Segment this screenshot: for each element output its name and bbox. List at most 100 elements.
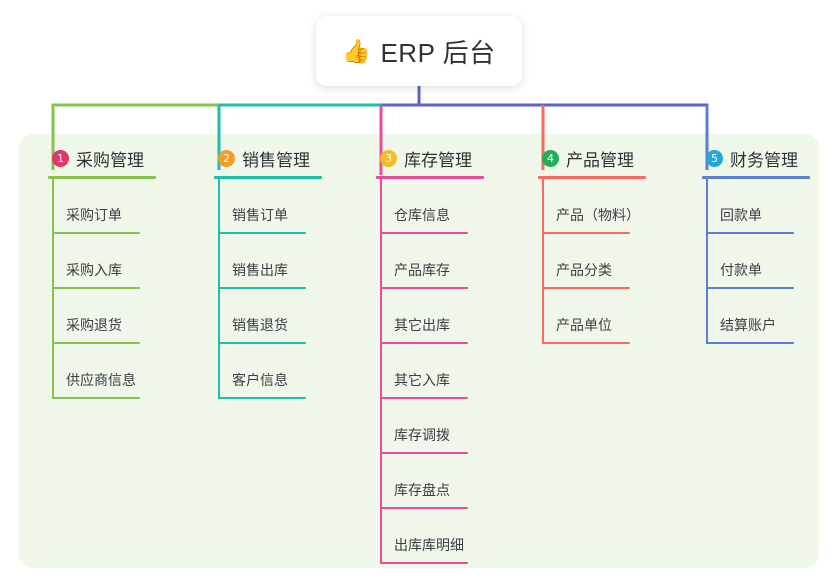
list-item-label: 仓库信息 bbox=[394, 207, 450, 223]
list-item-rule bbox=[380, 452, 468, 454]
list-item-label: 其它入库 bbox=[394, 372, 450, 388]
list-item[interactable]: 销售出库 bbox=[218, 234, 356, 289]
column-3: 3 库存管理仓库信息产品库存其它出库其它入库库存调拨库存盘点出库库明细 bbox=[358, 146, 518, 564]
list-item-rule bbox=[52, 287, 140, 289]
column-items: 采购订单采购入库采购退货供应商信息 bbox=[30, 179, 190, 399]
list-item-rule bbox=[706, 342, 794, 344]
list-item[interactable]: 产品单位 bbox=[542, 289, 680, 344]
list-item-rule bbox=[218, 397, 306, 399]
column-header-rule bbox=[702, 176, 810, 179]
column-header-3[interactable]: 3 库存管理 bbox=[358, 146, 518, 170]
column-header-rule bbox=[214, 176, 322, 179]
list-item-rule bbox=[380, 232, 468, 234]
column-items: 产品（物料） 产品分类产品单位 bbox=[520, 179, 680, 344]
column-spine bbox=[380, 179, 382, 564]
list-item[interactable]: 其它入库 bbox=[380, 344, 518, 399]
list-item[interactable]: 库存盘点 bbox=[380, 454, 518, 509]
list-item[interactable]: 产品分类 bbox=[542, 234, 680, 289]
list-item-label: 供应商信息 bbox=[66, 372, 136, 388]
list-item[interactable]: 仓库信息 bbox=[380, 179, 518, 234]
list-item-rule bbox=[706, 287, 794, 289]
list-item-label: 出库库明细 bbox=[394, 537, 464, 553]
list-item-rule bbox=[706, 232, 794, 234]
branches-panel bbox=[19, 134, 819, 568]
column-items: 仓库信息产品库存其它出库其它入库库存调拨库存盘点出库库明细 bbox=[358, 179, 518, 564]
column-items: 销售订单销售出库销售退货客户信息 bbox=[196, 179, 356, 399]
root-title: 👍 ERP 后台 bbox=[342, 33, 495, 70]
list-item[interactable]: 结算账户 bbox=[706, 289, 839, 344]
column-5: 5 财务管理回款单付款单结算账户 bbox=[684, 146, 839, 344]
column-header-rule bbox=[48, 176, 156, 179]
list-item-label: 回款单 bbox=[720, 207, 762, 223]
column-header-rule bbox=[376, 176, 484, 179]
list-item-label: 付款单 bbox=[720, 262, 762, 278]
list-item-label: 结算账户 bbox=[720, 317, 776, 333]
root-title-text: ERP 后台 bbox=[380, 37, 496, 68]
list-item-rule bbox=[218, 287, 306, 289]
list-item[interactable]: 采购订单 bbox=[52, 179, 190, 234]
list-item-rule bbox=[218, 342, 306, 344]
column-title: 财务管理 bbox=[730, 150, 798, 170]
list-item-label: 产品库存 bbox=[394, 262, 450, 278]
column-header-1[interactable]: 1 采购管理 bbox=[30, 146, 190, 170]
list-item[interactable]: 供应商信息 bbox=[52, 344, 190, 399]
column-title: 库存管理 bbox=[404, 150, 472, 170]
list-item-rule bbox=[542, 287, 630, 289]
column-spine bbox=[542, 179, 544, 344]
list-item-label: 客户信息 bbox=[232, 372, 288, 388]
list-item[interactable]: 出库库明细 bbox=[380, 509, 518, 564]
list-item-rule bbox=[380, 287, 468, 289]
thumbs-up-icon: 👍 bbox=[342, 37, 372, 64]
column-items: 回款单付款单结算账户 bbox=[684, 179, 839, 344]
list-item-label: 销售订单 bbox=[232, 207, 288, 223]
list-item-label: 库存调拨 bbox=[394, 427, 450, 443]
list-item[interactable]: 回款单 bbox=[706, 179, 839, 234]
list-item-label: 采购退货 bbox=[66, 317, 122, 333]
list-item-label: 其它出库 bbox=[394, 317, 450, 333]
list-item[interactable]: 客户信息 bbox=[218, 344, 356, 399]
column-header-5[interactable]: 5 财务管理 bbox=[684, 146, 839, 170]
list-item[interactable]: 其它出库 bbox=[380, 289, 518, 344]
column-badge-icon: 2 bbox=[218, 149, 235, 167]
column-spine bbox=[52, 179, 54, 399]
column-spine bbox=[706, 179, 708, 344]
column-header-rule bbox=[538, 176, 646, 179]
list-item-rule bbox=[542, 342, 630, 344]
list-item[interactable]: 采购退货 bbox=[52, 289, 190, 344]
list-item-label: 销售退货 bbox=[232, 317, 288, 333]
root-node-erp-backend[interactable]: 👍 ERP 后台 bbox=[316, 16, 522, 86]
column-2: 2 销售管理销售订单销售出库销售退货客户信息 bbox=[196, 146, 356, 399]
list-item-label: 产品单位 bbox=[556, 317, 612, 333]
list-item[interactable]: 采购入库 bbox=[52, 234, 190, 289]
list-item-label: 销售出库 bbox=[232, 262, 288, 278]
column-1: 1 采购管理采购订单采购入库采购退货供应商信息 bbox=[30, 146, 190, 399]
column-header-2[interactable]: 2 销售管理 bbox=[196, 146, 356, 170]
column-title: 产品管理 bbox=[566, 150, 634, 170]
list-item-label: 采购入库 bbox=[66, 262, 122, 278]
column-spine bbox=[218, 179, 220, 399]
list-item-label: 产品（物料） bbox=[556, 207, 640, 223]
column-badge-icon: 5 bbox=[706, 149, 723, 167]
list-item[interactable]: 产品（物料） bbox=[542, 179, 680, 234]
column-badge-icon: 1 bbox=[52, 149, 69, 167]
list-item-rule bbox=[380, 562, 468, 564]
list-item-label: 采购订单 bbox=[66, 207, 122, 223]
list-item[interactable]: 产品库存 bbox=[380, 234, 518, 289]
column-title: 销售管理 bbox=[242, 150, 310, 170]
list-item-rule bbox=[380, 342, 468, 344]
list-item[interactable]: 库存调拨 bbox=[380, 399, 518, 454]
list-item[interactable]: 销售退货 bbox=[218, 289, 356, 344]
list-item[interactable]: 销售订单 bbox=[218, 179, 356, 234]
list-item-rule bbox=[52, 232, 140, 234]
list-item-label: 产品分类 bbox=[556, 262, 612, 278]
list-item-rule bbox=[218, 232, 306, 234]
column-title: 采购管理 bbox=[76, 150, 144, 170]
list-item[interactable]: 付款单 bbox=[706, 234, 839, 289]
column-badge-icon: 3 bbox=[380, 149, 397, 167]
list-item-rule bbox=[380, 507, 468, 509]
list-item-rule bbox=[380, 397, 468, 399]
list-item-rule bbox=[542, 232, 630, 234]
